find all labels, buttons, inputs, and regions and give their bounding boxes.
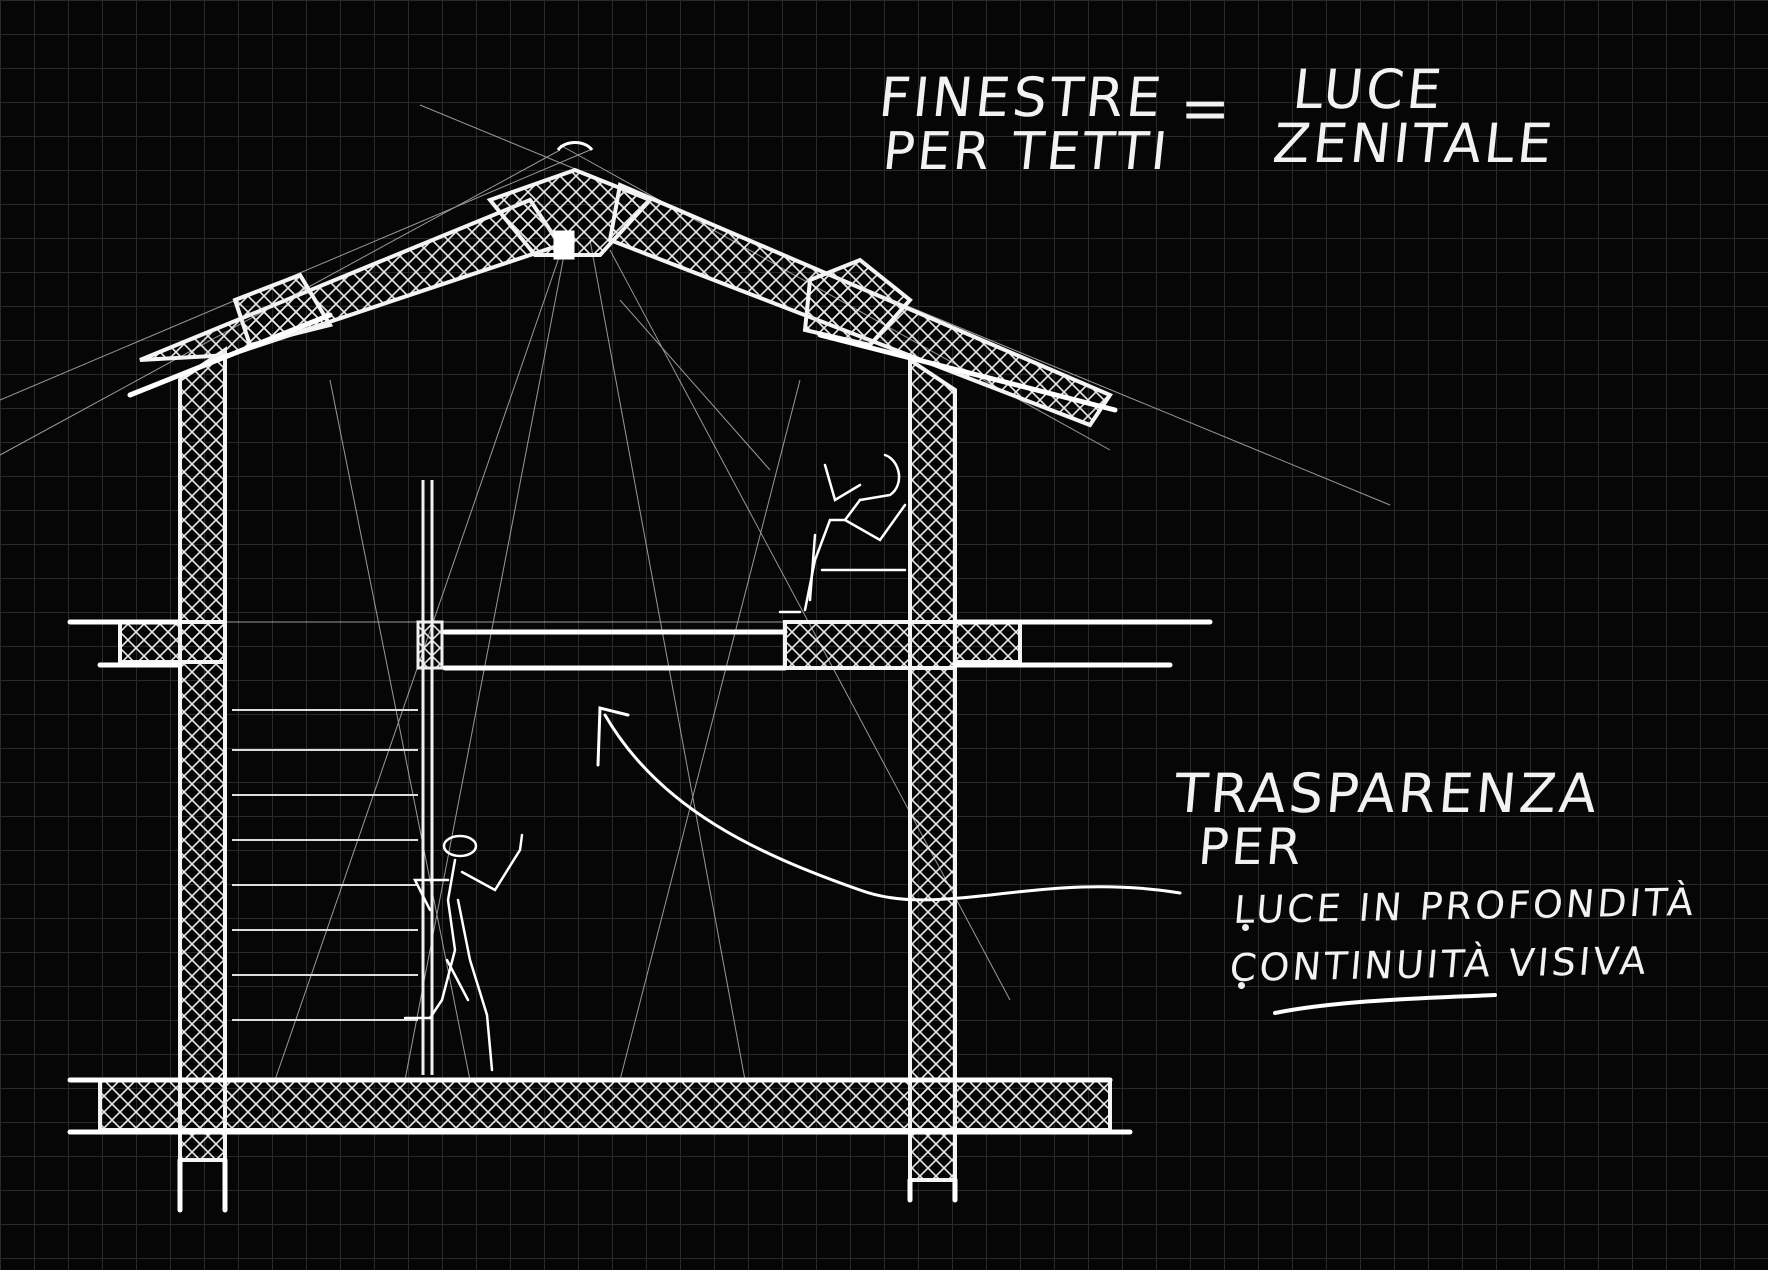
structure-hatch xyxy=(98,167,1113,1182)
stair xyxy=(232,709,418,1021)
bullet-dot xyxy=(1238,982,1245,989)
structure-outlines xyxy=(67,312,1213,1213)
standing-person xyxy=(403,833,524,1072)
seated-person xyxy=(778,453,907,614)
heading-equals: = xyxy=(1180,74,1231,144)
bullet-dot xyxy=(1242,924,1249,931)
glass-railing xyxy=(416,480,444,1075)
ridge-skylight xyxy=(553,141,594,260)
light-arrow xyxy=(596,706,1182,902)
